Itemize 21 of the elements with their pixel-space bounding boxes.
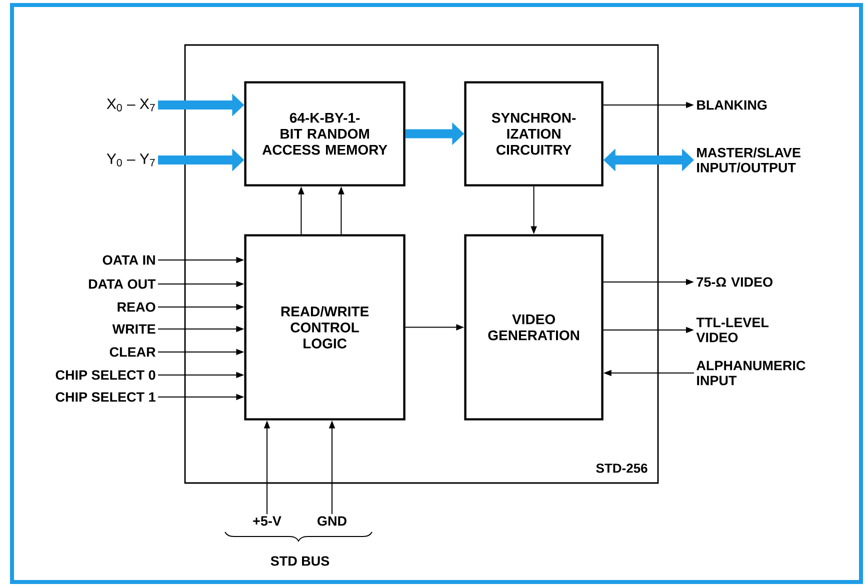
signal-label: 75-Ω VIDEO [696, 277, 772, 287]
signal-label: WRITE [112, 324, 156, 334]
signal-label: X$_{0}$ – X$_{7}$ [106, 98, 155, 112]
signal-label: TTL-LEVEL VIDEO [696, 318, 769, 342]
block-box: VIDEO GENERATION [464, 234, 604, 420]
block-box: READ/WRITE CONTROL LOGIC [244, 234, 406, 420]
signal-label: Y$_{0}$ – Y$_{7}$ [106, 154, 155, 166]
signal-label: MASTER/SLAVE INPUT/OUTPUT [697, 147, 800, 173]
block-box: SYNCHRON- IZATION CIRCUITRY [464, 81, 604, 186]
signal-label: CHIP SELECT 1 [56, 392, 156, 402]
signal-label: DATA OUT [88, 279, 156, 289]
signal-label: OATA IN [102, 255, 155, 265]
block-box: 64-K-BY-1-BIT RANDOM ACCESS MEMORY [244, 81, 406, 186]
signal-label: CHIP SELECT 0 [56, 370, 156, 380]
bus-label: STD BUS [270, 556, 330, 566]
signal-label: +5-V [253, 516, 282, 526]
signal-label: GND [318, 516, 346, 526]
signal-label: REAO [118, 302, 156, 312]
signal-label: CLEAR [110, 347, 156, 357]
signal-label: BLANKING [697, 100, 767, 110]
signal-label: ALPHANUMERIC INPUT [696, 360, 806, 386]
